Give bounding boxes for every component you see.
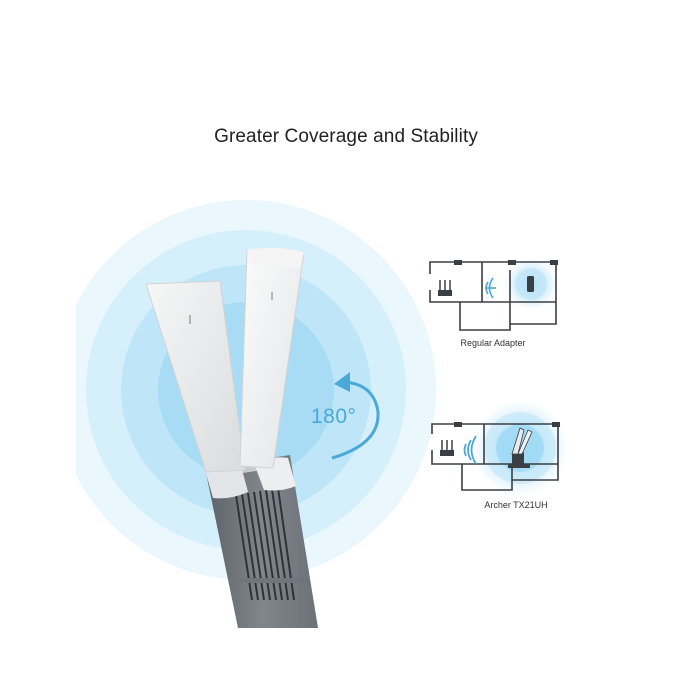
floor-plan-icon	[429, 258, 558, 331]
adapter-body	[205, 455, 318, 628]
antenna-left	[145, 280, 246, 473]
page-title: Greater Coverage and Stability	[214, 126, 478, 147]
caption-archer-tx21uh: Archer TX21UH	[484, 500, 548, 510]
rotate-arrow-icon	[331, 372, 380, 460]
usb-adapter-icon	[508, 427, 533, 468]
antenna-right	[239, 247, 305, 469]
router-icon	[440, 440, 454, 456]
router-icon	[438, 280, 452, 296]
wifi-signal-icon	[463, 435, 477, 465]
caption-regular-adapter: Regular Adapter	[460, 338, 526, 348]
floor-plan-regular	[429, 258, 558, 331]
floor-plan-icon	[431, 400, 568, 496]
floor-plan-archer	[431, 400, 568, 496]
usb-adapter-icon	[527, 276, 534, 292]
rotation-label: 180°	[311, 405, 357, 428]
wifi-signal-icon	[485, 277, 496, 299]
